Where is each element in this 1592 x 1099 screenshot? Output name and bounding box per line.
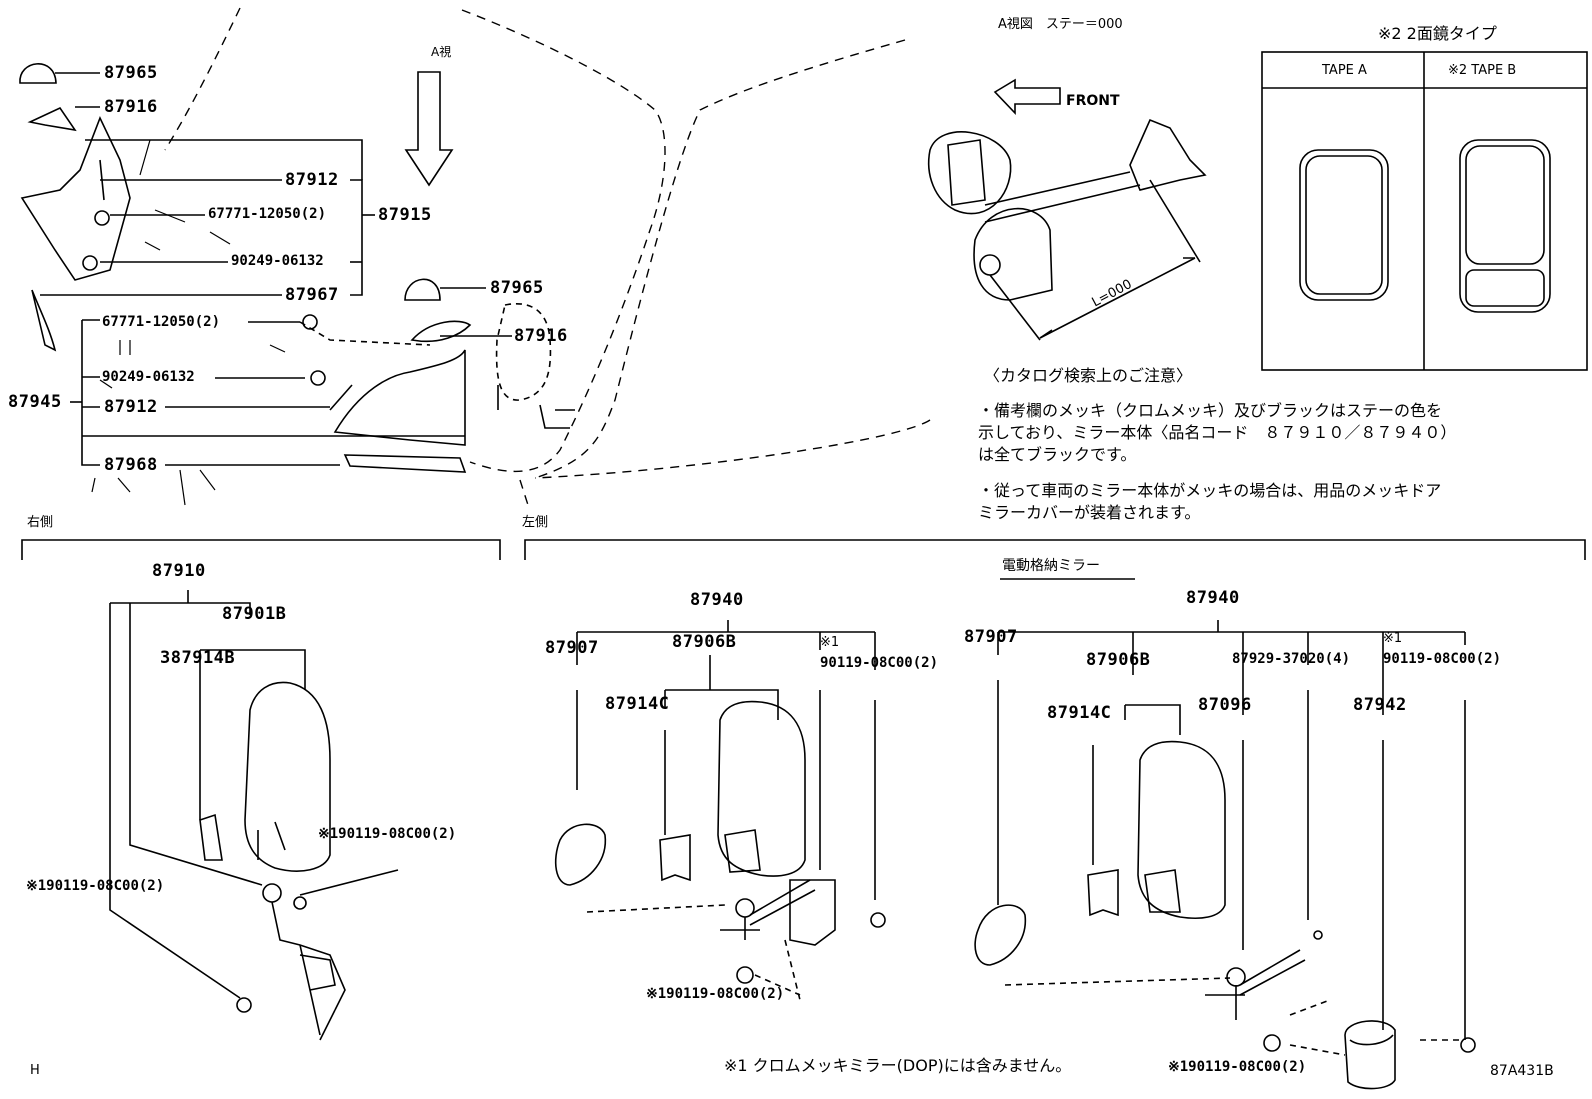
part-label: 87907 [964, 627, 1018, 647]
catalog-note-line: は全てブラックです。 [978, 445, 1137, 464]
a-view-title: A視図 ステー＝000 [998, 17, 1123, 32]
car-body-outline [164, 7, 931, 506]
left-group2-tree [997, 620, 1466, 1040]
part-label: 87906B [672, 632, 737, 652]
part-label: 87096 [1198, 695, 1252, 715]
part-label: 87967 [285, 285, 339, 305]
part-label: 87907 [545, 638, 599, 658]
catalog-note-line: 示しており、ミラー本体〈品名コード ８７９１０／８７９４０） [978, 423, 1457, 442]
front-label: FRONT [1066, 93, 1120, 109]
tape-a-header: TAPE A [1322, 63, 1367, 78]
part-label: 87929-37020(4) [1232, 651, 1351, 667]
right-side-tree [109, 590, 399, 999]
a-view-arrow [404, 71, 454, 187]
part-label: 90119-08C00(2) [1383, 651, 1502, 667]
part-label: ※190119-08C00(2) [26, 878, 165, 894]
part-label: 90119-08C00(2) [820, 655, 939, 671]
part-label: 87945 [8, 392, 62, 412]
note-mark: ※1 [820, 635, 840, 650]
part-label: 87916 [104, 97, 158, 117]
right-mirror-sketch [199, 681, 346, 1041]
note-mark: ※1 [1383, 631, 1403, 646]
part-label: ※190119-08C00(2) [646, 986, 785, 1002]
tape-table [1261, 51, 1588, 371]
part-label: 87901B [222, 604, 287, 624]
catalog-note-line: ・備考欄のメッキ（クロムメッキ）及びブラックはステーの色を [978, 401, 1443, 420]
part-label: 87965 [490, 278, 544, 298]
part-label: 87940 [690, 590, 744, 610]
section-frames [21, 539, 1586, 580]
part-label: 387914B [160, 648, 236, 668]
part-label: 87916 [514, 326, 568, 346]
tape-b-header: ※2 TAPE B [1448, 63, 1517, 78]
part-label: 90249-06132 [102, 369, 195, 385]
hatch-lines [91, 139, 286, 506]
part-label: ※190119-08C00(2) [1168, 1059, 1307, 1075]
part-label: 90249-06132 [231, 253, 324, 269]
part-label: 87914C [1047, 703, 1112, 723]
part-label: 87965 [104, 63, 158, 83]
part-label: 87914C [605, 694, 670, 714]
part-label: 87912 [285, 170, 339, 190]
catalog-note-line: ミラーカバーが装着されます。 [978, 503, 1201, 522]
part-label: 87912 [104, 397, 158, 417]
part-label: 87942 [1353, 695, 1407, 715]
diagram-code: 87A431B [1490, 1063, 1554, 1079]
part-label: 87915 [378, 205, 432, 225]
part-label: 67771-12050(2) [208, 206, 327, 222]
catalog-note-body: ・備考欄のメッキ（クロムメッキ）及びブラックはステーの色を 示しており、ミラー本… [978, 400, 1548, 524]
a-view-sketch [928, 78, 1207, 341]
tape-table-title: ※2 2面鏡タイプ [1378, 24, 1497, 43]
left-side-label: 左側 [522, 515, 549, 530]
catalog-note-line: ・従って車両のミラー本体がメッキの場合は、用品のメッキドア [978, 481, 1442, 500]
left-group1-sketch [554, 700, 886, 1001]
part-label: 87968 [104, 455, 158, 475]
leader-lines-top-left [40, 72, 512, 466]
part-label: 67771-12050(2) [102, 314, 221, 330]
catalog-note-heading: 〈カタログ検索上のご注意〉 [984, 366, 1193, 385]
part-label: 87940 [1186, 588, 1240, 608]
page-letter: H [30, 1063, 40, 1078]
right-side-label: 右側 [27, 515, 54, 530]
left-group2-sketch [974, 740, 1476, 1090]
part-label: 87906B [1086, 650, 1151, 670]
part-label: ※190119-08C00(2) [318, 826, 457, 842]
footer-note: ※1 クロムメッキミラー(DOP)には含みません。 [724, 1056, 1072, 1075]
a-view-arrow-label: A視 [431, 45, 452, 59]
left-group1-tree [576, 620, 876, 900]
power-fold-label: 電動格納ミラー [1002, 558, 1100, 574]
part-label: 87910 [152, 561, 206, 581]
part-sketches-top-left [19, 63, 575, 473]
